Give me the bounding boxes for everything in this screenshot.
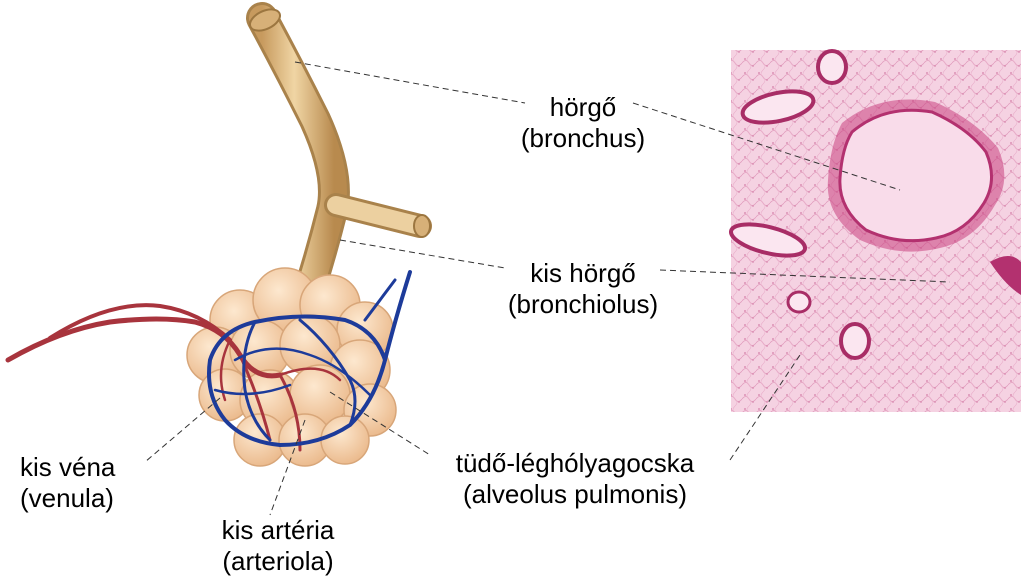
- bronchus-tube: [246, 2, 432, 304]
- label-alveolus-name: tüdő-léghólyagocska: [455, 448, 695, 478]
- label-alveolus: tüdő-léghólyagocska (alveolus pulmonis): [420, 448, 730, 510]
- histology-micrograph: [728, 49, 1021, 412]
- leader-lines: [144, 61, 951, 516]
- label-venule-name: kis véna: [20, 452, 116, 482]
- arteries: [5, 303, 342, 452]
- veins: [207, 270, 412, 448]
- alveolar-cluster: [186, 267, 397, 467]
- label-arteriole-name: kis artéria: [221, 515, 335, 545]
- label-arteriole: kis artéria (arteriola): [198, 515, 358, 577]
- label-bronchiole-latin: (bronchiolus): [507, 289, 659, 319]
- label-bronchus: hörgő (bronchus): [503, 92, 663, 154]
- label-arteriole-latin: (arteriola): [222, 546, 334, 576]
- label-bronchus-name: hörgő: [549, 92, 617, 122]
- label-bronchiole: kis hörgő (bronchiolus): [483, 258, 683, 320]
- label-venule: kis véna (venula): [20, 452, 160, 514]
- label-bronchus-latin: (bronchus): [520, 123, 646, 153]
- label-alveolus-latin: (alveolus pulmonis): [463, 479, 687, 509]
- label-bronchiole-name: kis hörgő: [530, 258, 636, 288]
- label-venule-latin: (venula): [20, 483, 114, 513]
